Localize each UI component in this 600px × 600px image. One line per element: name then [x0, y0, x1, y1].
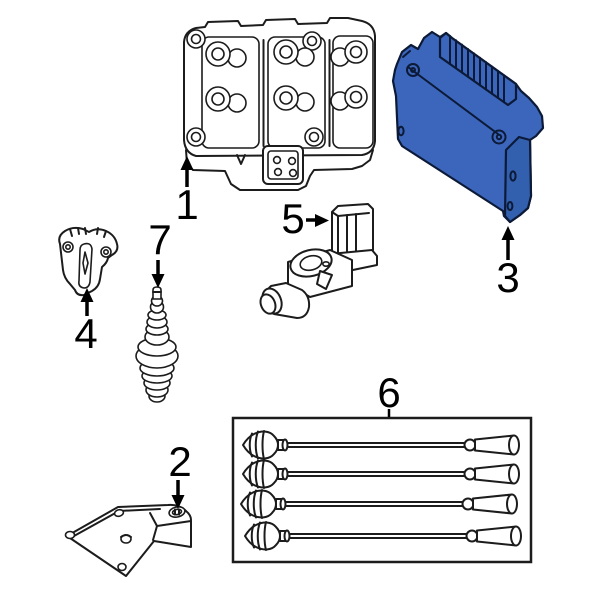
callout-label-1[interactable]: 1	[175, 181, 198, 228]
lower-bracket-holes	[64, 506, 186, 572]
part-camshaft-sensor[interactable]	[258, 203, 378, 319]
sensor-flange	[289, 248, 333, 278]
ecm-side-face	[503, 135, 533, 224]
callouts: 1 2 3 4 5 6 7	[74, 156, 520, 509]
callout-label-7[interactable]: 7	[148, 216, 171, 263]
callout-label-6[interactable]: 6	[377, 369, 400, 416]
callout-label-4[interactable]: 4	[74, 310, 97, 357]
small-bracket-hatching	[69, 227, 107, 238]
callout-label-3[interactable]: 3	[496, 254, 519, 301]
part-engine-control-module[interactable]	[391, 30, 545, 224]
callout-label-2[interactable]: 2	[168, 438, 191, 485]
part-spark-plug-wire-set[interactable]	[231, 416, 533, 564]
callout-arrow-3	[501, 226, 515, 260]
part-lower-bracket[interactable]	[64, 503, 192, 577]
callout-label-5[interactable]: 5	[281, 195, 304, 242]
callout-arrow-2	[171, 480, 185, 509]
coil-connector-block	[262, 145, 304, 185]
ecm-heatsink-fins	[449, 34, 505, 104]
callout-arrow-7	[151, 260, 165, 288]
callout-arrow-4	[80, 288, 94, 316]
callout-arrow-5	[306, 214, 329, 227]
callout-arrow-1	[180, 156, 194, 187]
ecm-screws	[406, 63, 507, 145]
part-small-bracket[interactable]	[58, 226, 119, 297]
part-spark-plug[interactable]	[135, 286, 179, 403]
coil-towers	[205, 39, 368, 113]
ecm-mount-ovals	[397, 125, 517, 211]
sensor-wedge	[316, 270, 333, 290]
coil-mount-holes	[186, 29, 324, 147]
part-ignition-coil-pack[interactable]	[183, 17, 376, 191]
